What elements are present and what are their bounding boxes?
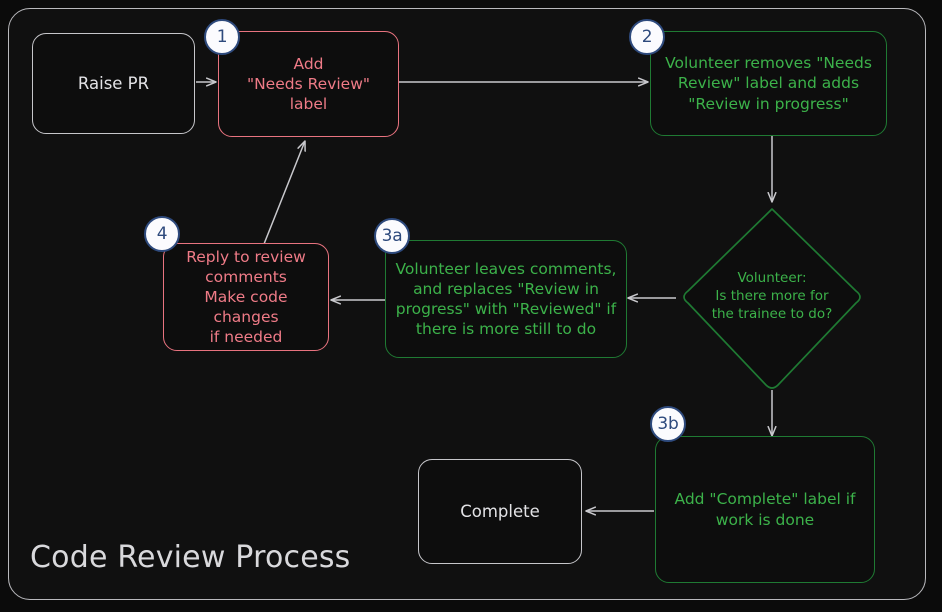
- step-badge-3b: 3b: [650, 406, 686, 442]
- node-volunteer-removes-label[interactable]: Volunteer removes "Needs Review" label a…: [650, 31, 887, 136]
- node-complete-label: Complete: [460, 501, 540, 521]
- node-raise-pr[interactable]: Raise PR: [32, 33, 195, 134]
- node-add-needs-review-label-text: Add "Needs Review" label: [246, 54, 371, 114]
- node-reply-to-review-comments-text: Reply to review comments Make code chang…: [186, 247, 306, 347]
- node-complete[interactable]: Complete: [418, 459, 582, 564]
- node-volunteer-leaves-comments[interactable]: Volunteer leaves comments, and replaces …: [385, 240, 627, 358]
- node-reply-to-review-comments[interactable]: Reply to review comments Make code chang…: [163, 243, 329, 351]
- step-badge-1: 1: [204, 19, 240, 55]
- node-add-complete-label-text: Add "Complete" label if work is done: [674, 490, 856, 529]
- node-decision-more-for-trainee[interactable]: Volunteer: Is there more for the trainee…: [679, 204, 865, 390]
- node-add-needs-review-label[interactable]: Add "Needs Review" label: [218, 31, 399, 137]
- node-add-complete-label[interactable]: Add "Complete" label if work is done: [655, 436, 875, 583]
- page-title: Code Review Process: [30, 540, 351, 575]
- node-volunteer-removes-label-text: Volunteer removes "Needs Review" label a…: [665, 54, 872, 113]
- decision-diamond-shape: [683, 208, 861, 389]
- step-badge-3a: 3a: [374, 218, 410, 254]
- node-decision-label: Volunteer: Is there more for the trainee…: [711, 270, 833, 322]
- node-volunteer-leaves-comments-text: Volunteer leaves comments, and replaces …: [395, 259, 617, 339]
- step-badge-2: 2: [629, 19, 665, 55]
- step-badge-4: 4: [144, 216, 180, 252]
- node-raise-pr-label: Raise PR: [77, 73, 150, 93]
